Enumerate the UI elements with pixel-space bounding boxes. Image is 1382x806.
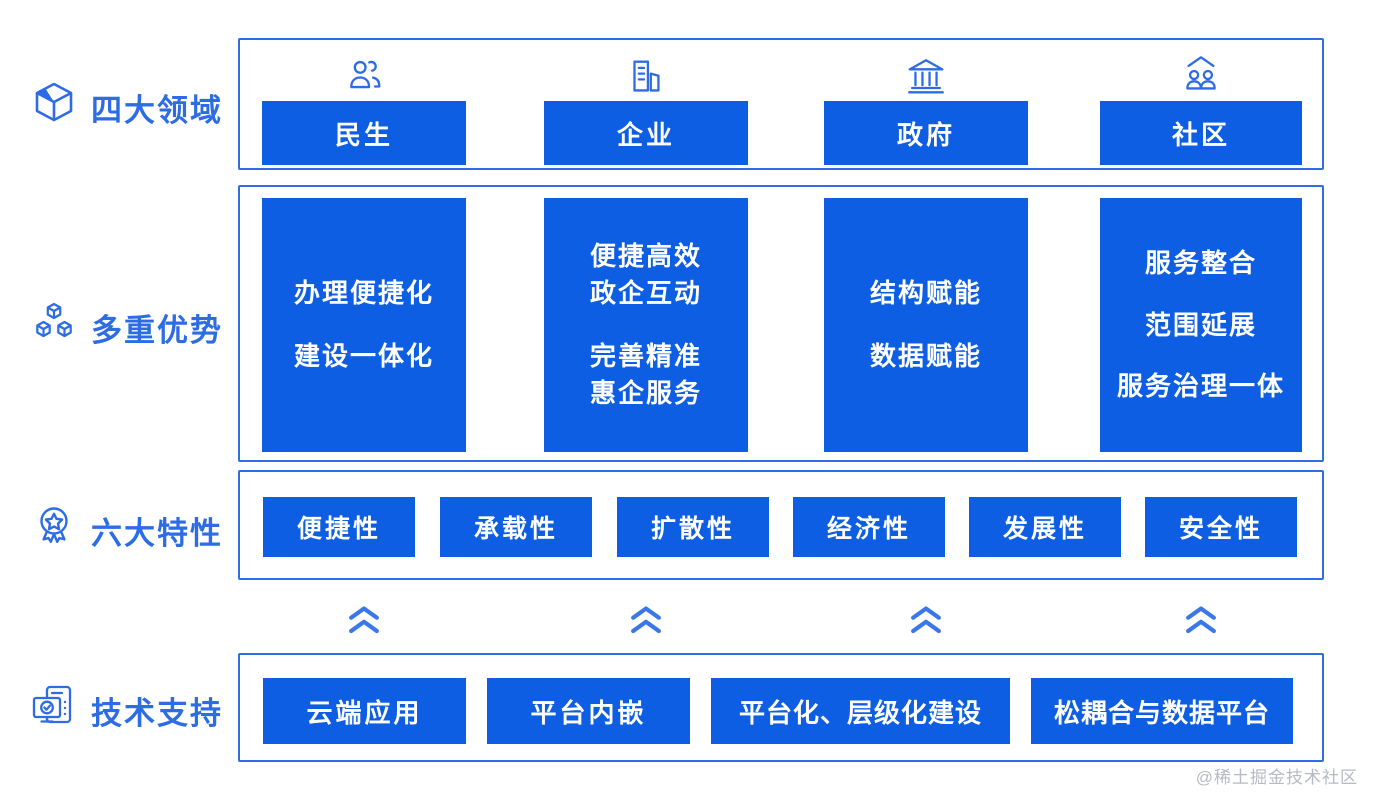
advantage-group: 完善精准 惠企服务 [589,341,702,408]
advantage-group: 服务治理一体 [1116,371,1285,402]
cubes-icon [30,299,78,355]
advantage-box: 便捷高效 政企互动 完善精准 惠企服务 [544,198,748,452]
advantage-box: 结构赋能 数据赋能 [824,198,1028,452]
tech-button: 平台内嵌 [487,678,690,744]
section-label-domains: 四大领域 [30,79,223,135]
domain-button: 政府 [824,101,1028,165]
advantage-group: 建设一体化 [293,341,434,371]
advantage-group: 范围延展 [1144,309,1257,340]
section-label-tech: 技术支持 [30,682,223,738]
advantage-group: 便捷高效 政企互动 [589,241,702,309]
feature-button: 承载性 [440,497,592,557]
double-chevron-up-icon [624,602,668,643]
double-chevron-up-icon [904,602,948,643]
double-chevron-up-icon [1179,602,1223,643]
section-label-advantages: 多重优势 [30,299,223,355]
people-icon [341,54,387,105]
feature-button: 扩散性 [617,497,769,557]
tech-button: 云端应用 [263,678,466,744]
domain-button: 企业 [544,101,748,165]
advantage-group: 数据赋能 [869,341,982,371]
section-label-features: 六大特性 [30,502,223,558]
cube-icon [30,79,78,135]
tech-button: 松耦合与数据平台 [1031,678,1293,744]
section-label-text: 技术支持 [91,695,223,731]
monitor-check-icon [30,682,78,738]
section-label-text: 六大特性 [91,515,223,551]
domain-button: 社区 [1100,101,1302,165]
advantage-box: 办理便捷化 建设一体化 [262,198,466,452]
watermark: @稀土掘金技术社区 [1195,768,1358,787]
feature-button: 便捷性 [263,497,415,557]
community-icon [1178,52,1224,103]
advantage-box: 服务整合 范围延展 服务治理一体 [1100,198,1302,452]
bank-icon [903,54,949,105]
double-chevron-up-icon [342,602,386,643]
feature-button: 安全性 [1145,497,1297,557]
advantage-group: 办理便捷化 [293,278,434,309]
feature-button: 经济性 [793,497,945,557]
section-label-text: 多重优势 [91,312,223,348]
tech-button: 平台化、层级化建设 [711,678,1010,744]
medal-star-icon [30,502,78,558]
domain-button: 民生 [262,101,466,165]
advantage-group: 结构赋能 [869,278,982,309]
features-panel [238,470,1324,580]
section-label-text: 四大领域 [91,92,223,128]
feature-button: 发展性 [969,497,1121,557]
advantage-group: 服务整合 [1144,247,1257,278]
building-icon [623,54,669,105]
